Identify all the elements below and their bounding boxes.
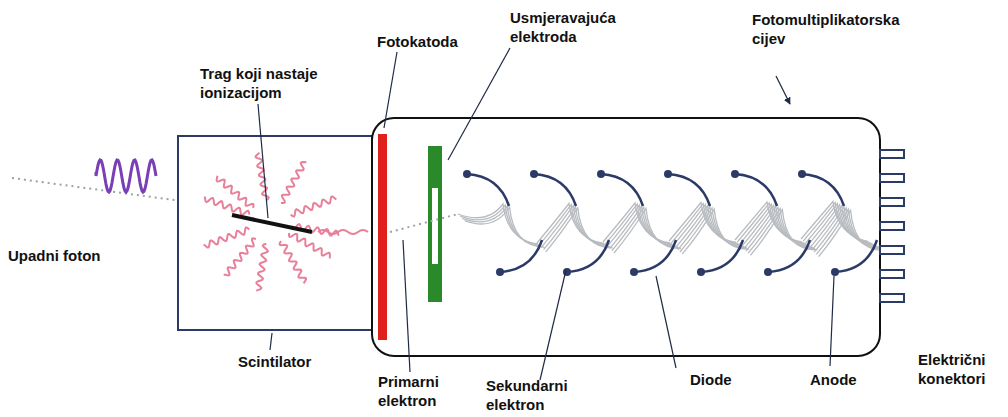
callout-label: Usmjeravajuća elektroda (510, 8, 680, 46)
callout-label: Trag koji nastaje ionizacijom (200, 64, 350, 102)
leader-lines (258, 48, 834, 380)
dynodes (463, 170, 877, 276)
callout-label: Upadni foton (8, 246, 118, 265)
callout-label: Električni konektori (918, 350, 1004, 388)
callout-label: Primarni elektron (378, 372, 468, 410)
photon-wave (96, 160, 156, 192)
callout-label: Fotokatoda (377, 32, 497, 51)
callout-label: Scintilator (238, 352, 348, 371)
electrode-slot (432, 188, 438, 264)
scintillator-box (178, 136, 372, 330)
callout-label: Anode (810, 370, 880, 389)
callout-label: Diode (690, 370, 760, 389)
callout-label: Fotomultiplikatorska cijev (752, 10, 922, 48)
scintillation-light (204, 153, 368, 291)
pmt-tube (372, 118, 880, 356)
connector-pins (880, 150, 904, 302)
focusing-electrode (428, 146, 442, 302)
photocathode (378, 134, 387, 340)
callout-label: Sekundarni elektron (486, 376, 596, 414)
ionization-track (232, 215, 312, 232)
primary-electron-path (390, 214, 458, 232)
